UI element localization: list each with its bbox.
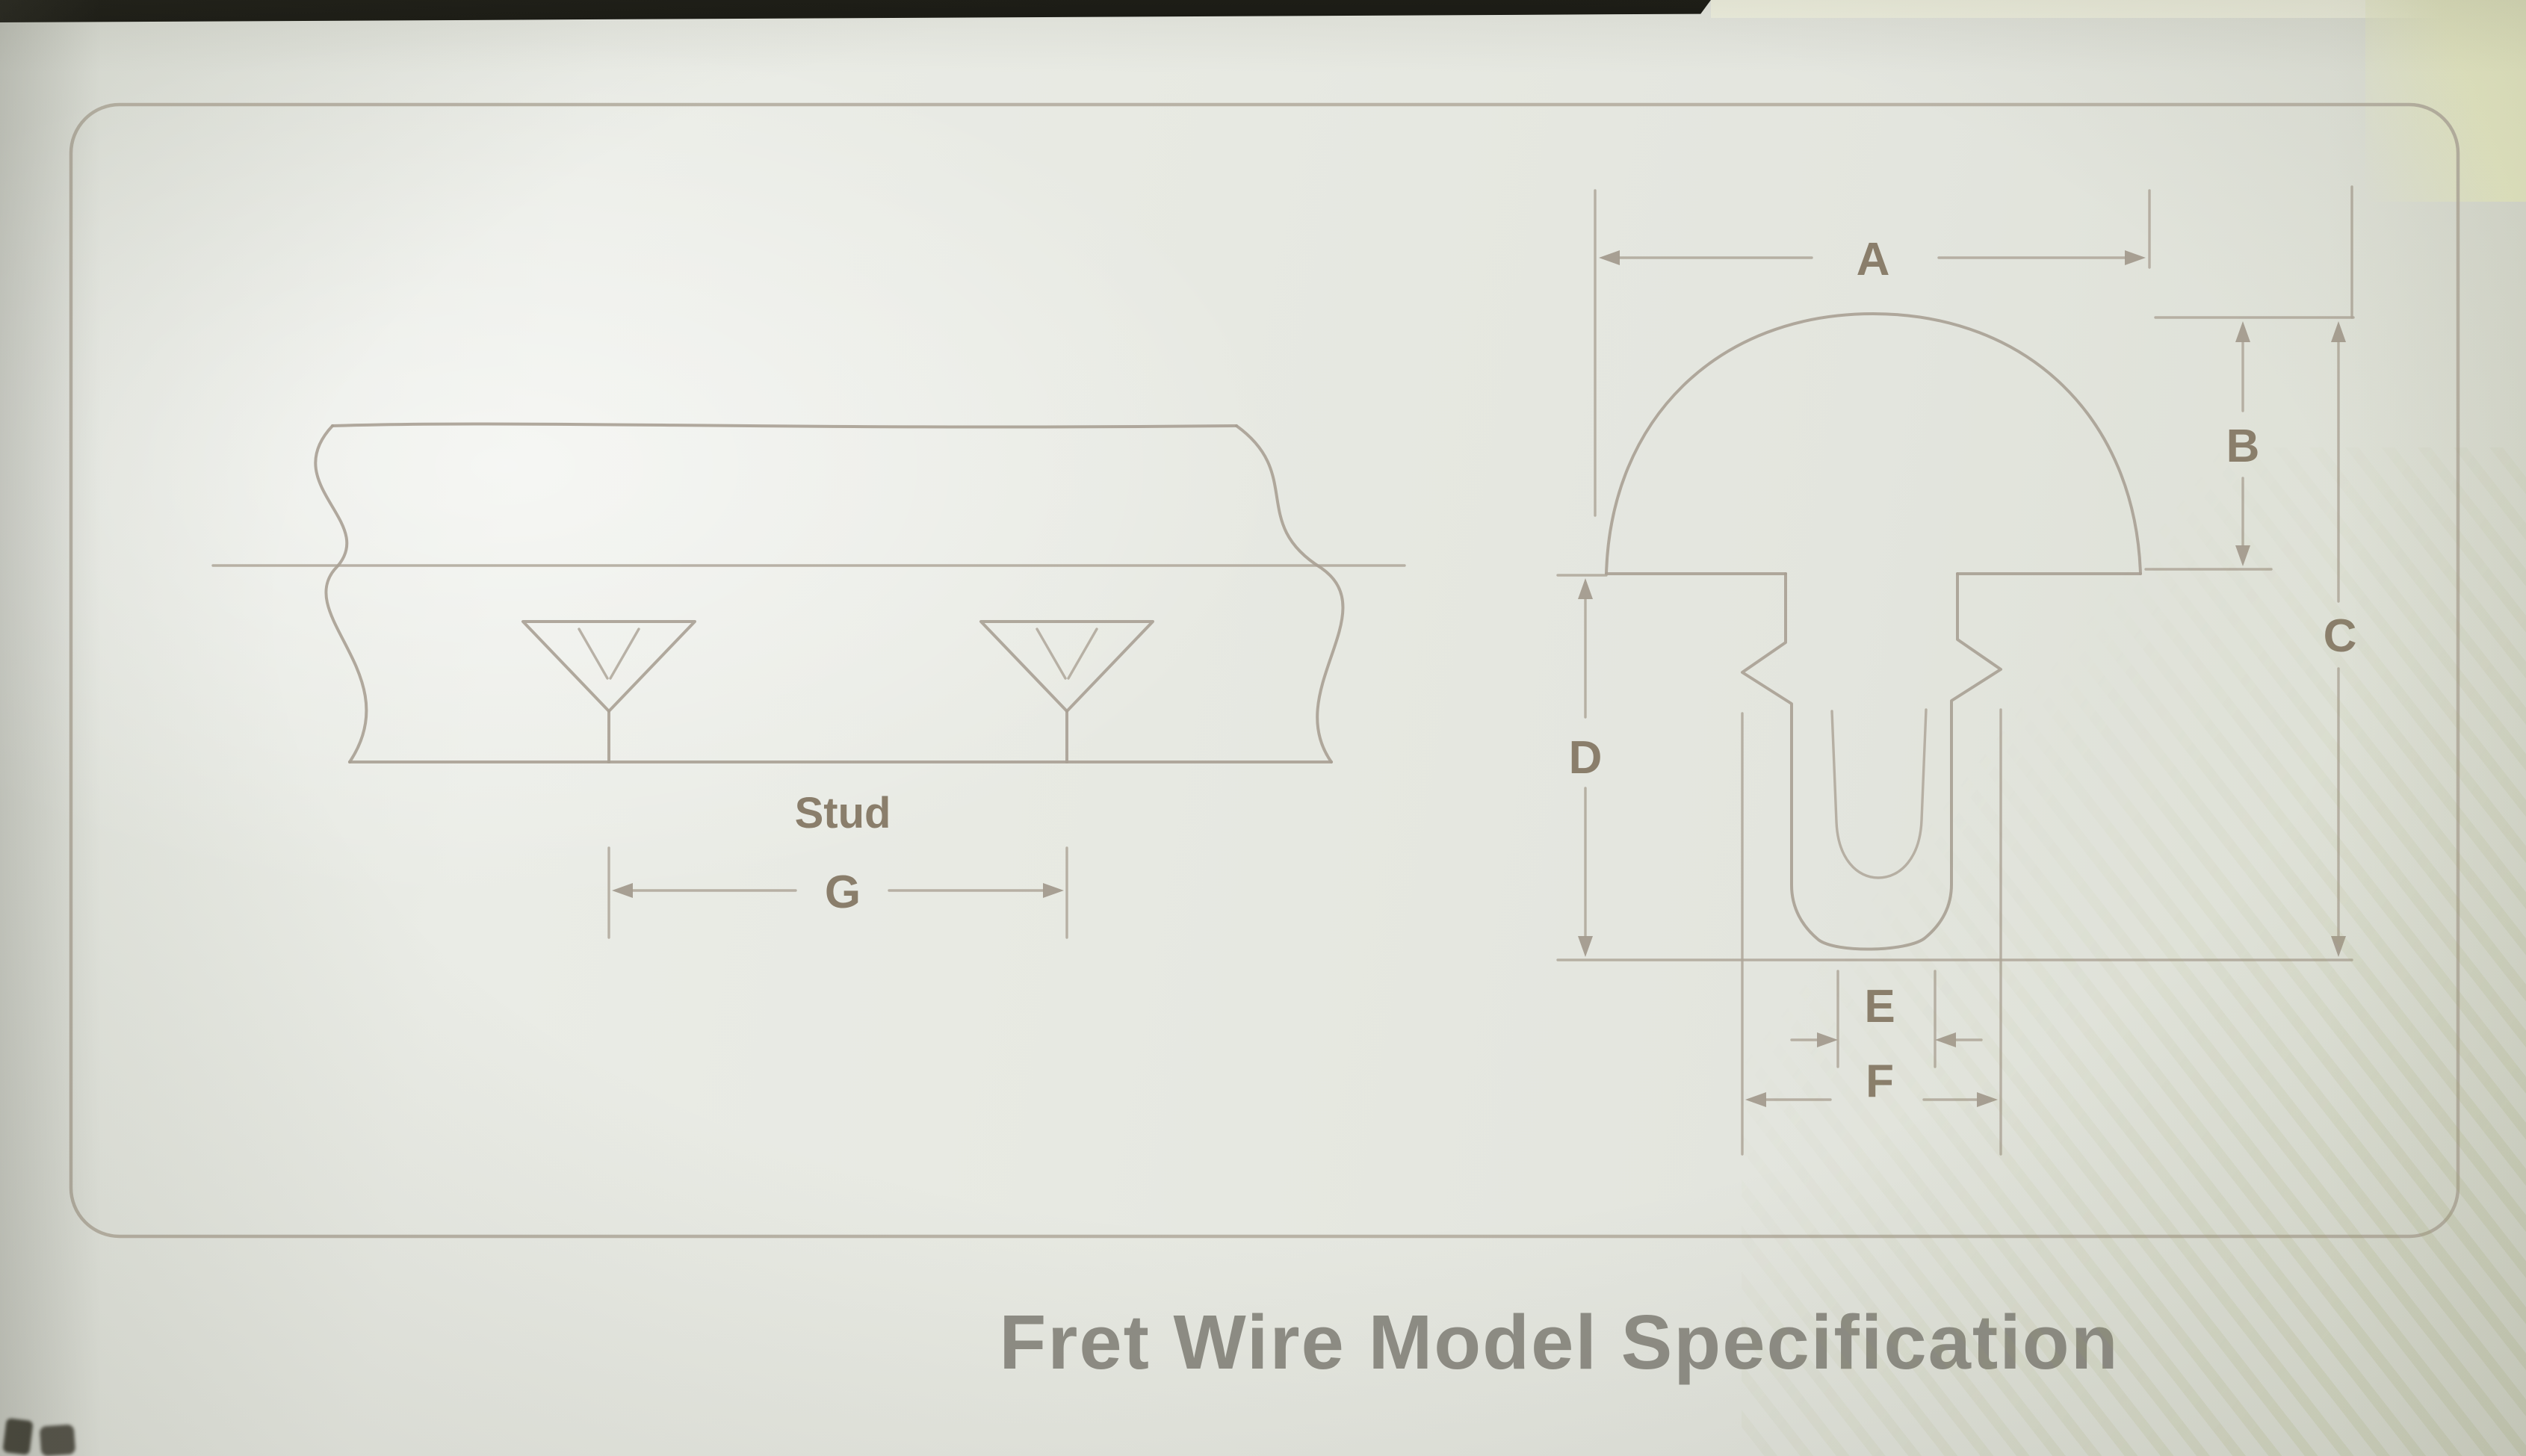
dim-a-arrow-left [1599, 250, 1620, 265]
dim-label-c: C [2324, 610, 2357, 662]
dim-label-f: F [1866, 1056, 1894, 1107]
dim-g: Stud G [607, 789, 1068, 939]
dim-f-arrow-right [1977, 1092, 1998, 1107]
page-title: Fret Wire Model Specification [999, 1299, 2120, 1385]
crown-outline [1605, 312, 2142, 575]
page-edge-print-fragment [2, 1417, 34, 1456]
dim-e: E [1790, 981, 1983, 1047]
diagram-panel-border [69, 102, 2460, 1239]
dim-d: D [1569, 578, 1603, 957]
dim-c-arrow-top [2331, 321, 2346, 342]
dim-b: B [2226, 321, 2260, 566]
strip-right-break-line [1235, 424, 1345, 763]
dim-label-d: D [1569, 732, 1603, 784]
dim-f: F [1745, 1056, 1998, 1107]
dim-label-b: B [2226, 421, 2260, 472]
dim-e-arrow-right [1935, 1032, 1956, 1047]
dim-label-e: E [1864, 981, 1895, 1032]
strip-left-break-line [314, 424, 368, 763]
dim-c-arrow-bottom [2331, 936, 2346, 957]
strip-top-edge [331, 422, 1238, 429]
page-edge-print-fragment [39, 1424, 76, 1456]
dim-g-arrow-left [612, 883, 633, 898]
stud-label: Stud [795, 789, 891, 837]
dim-f-arrow-left [1745, 1092, 1766, 1107]
dim-d-arrow-top [1578, 578, 1593, 599]
stud-right-detail [1036, 628, 1098, 680]
dim-b-arrow-bottom [2235, 545, 2250, 566]
dim-c: C [2324, 321, 2357, 957]
cross-section-drawing: A B C [1556, 185, 2357, 1156]
tang-outline [1741, 572, 2002, 951]
stud-right-outline [979, 620, 1154, 713]
dim-d-arrow-bottom [1578, 936, 1593, 957]
stud-right [979, 620, 1154, 763]
dim-a-arrow-right [2125, 250, 2146, 265]
side-view-drawing: Stud G [211, 422, 1406, 939]
dim-a: A [1599, 234, 2146, 285]
stud-left-detail [578, 628, 640, 680]
dim-label-g: G [825, 867, 861, 918]
dim-b-arrow-top [2235, 321, 2250, 342]
tang-inner-profile [1830, 708, 1928, 879]
stud-left [521, 620, 696, 763]
stud-left-outline [521, 620, 696, 713]
dim-e-arrow-left [1817, 1032, 1838, 1047]
dim-label-a: A [1857, 234, 1890, 285]
dim-g-arrow-right [1043, 883, 1064, 898]
